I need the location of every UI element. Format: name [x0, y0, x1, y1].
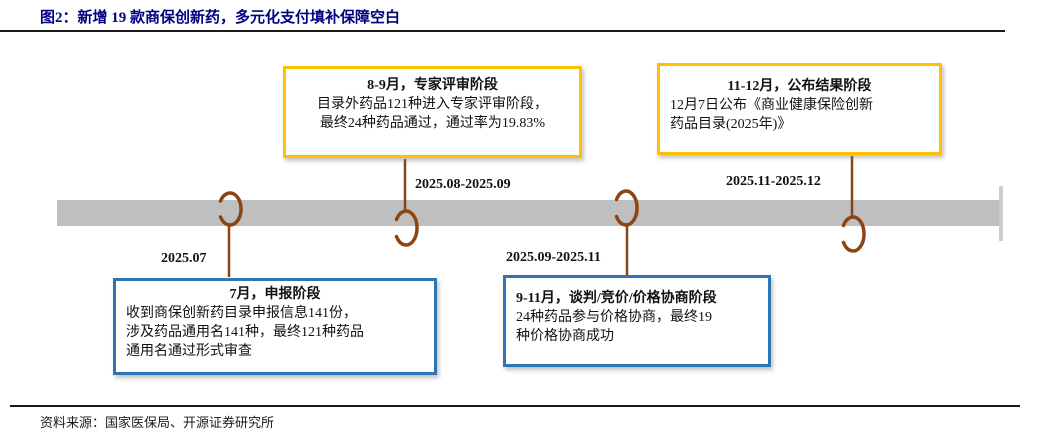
date-label-stage1: 2025.07: [161, 251, 207, 266]
event-box-application-stage: 7月，申报阶段 收到商保创新药目录申报信息141份， 涉及药品通用名141种，最…: [113, 278, 437, 375]
title-underline: [0, 30, 1005, 32]
event-body: 收到商保创新药目录申报信息141份， 涉及药品通用名141种，最终121种药品 …: [126, 305, 364, 359]
event-title: 8-9月，专家评审阶段: [367, 78, 498, 93]
event-title: 9-11月，谈判/竞价/价格协商阶段: [516, 291, 717, 306]
date-label-stage2: 2025.08-2025.09: [415, 177, 511, 192]
event-box-expert-review-stage: 8-9月，专家评审阶段 目录外药品121种进入专家评审阶段， 最终24种药品通过…: [283, 66, 582, 158]
event-body: 目录外药品121种进入专家评审阶段， 最终24种药品通过，通过率为19.83%: [317, 96, 548, 131]
source-note: 资料来源：国家医保局、开源证券研究所: [40, 415, 275, 430]
event-box-results-stage: 11-12月，公布结果阶段 12月7日公布《商业健康保险创新 药品目录(2025…: [657, 63, 942, 155]
event-body: 24种药品参与价格协商，最终19 种价格协商成功: [516, 309, 712, 344]
footer-divider: [10, 405, 1020, 407]
date-label-stage4: 2025.11-2025.12: [726, 174, 821, 189]
timeline-bar: [57, 200, 1000, 226]
figure-title: 图2：新增 19 款商保创新药，多元化支付填补保障空白: [40, 10, 401, 26]
event-body: 12月7日公布《商业健康保险创新 药品目录(2025年)》: [670, 97, 873, 132]
event-title: 7月，申报阶段: [229, 287, 321, 302]
date-label-stage3: 2025.09-2025.11: [506, 250, 601, 265]
event-title: 11-12月，公布结果阶段: [727, 79, 872, 94]
timeline-end-cap: [999, 186, 1003, 241]
event-box-negotiation-stage: 9-11月，谈判/竞价/价格协商阶段 24种药品参与价格协商，最终19 种价格协…: [503, 275, 771, 367]
